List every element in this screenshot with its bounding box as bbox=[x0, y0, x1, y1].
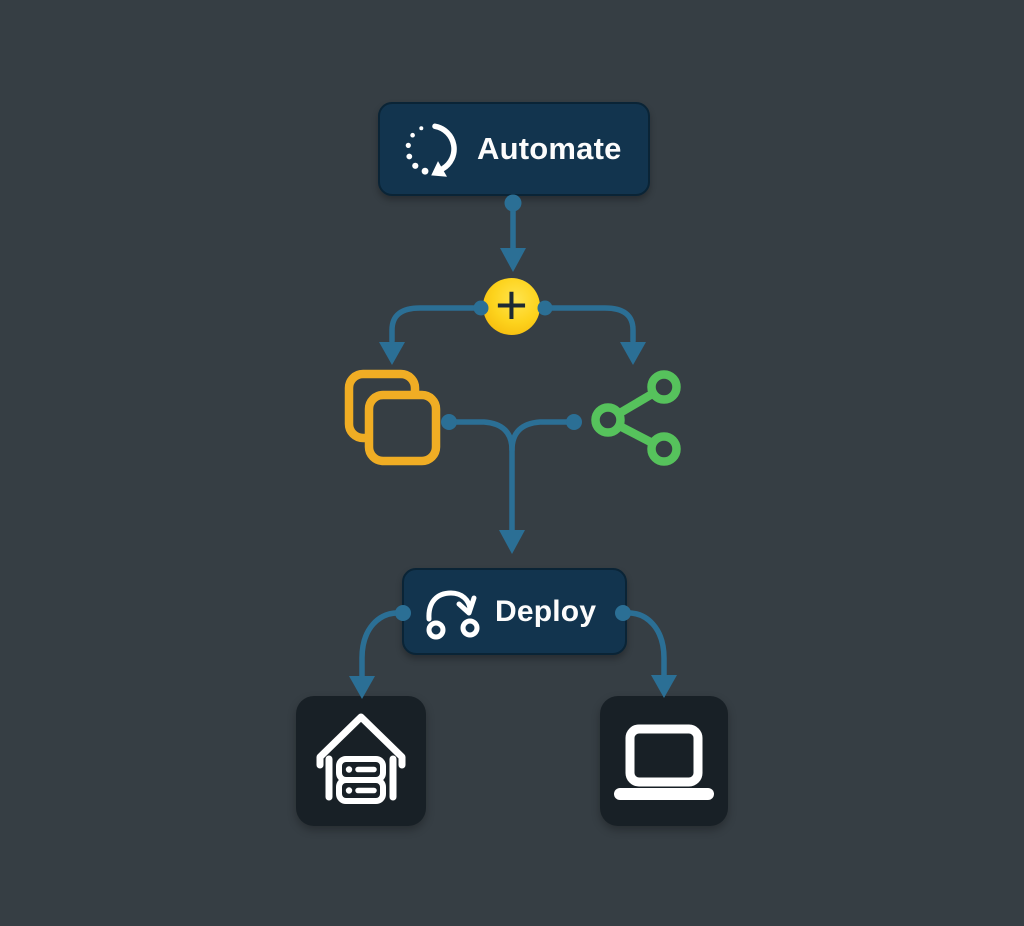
home-server-icon bbox=[316, 713, 406, 804]
node-laptop bbox=[600, 696, 728, 826]
rotate-dots-icon bbox=[405, 123, 457, 177]
arrowhead-down bbox=[499, 530, 525, 554]
node-automate: Automate bbox=[378, 102, 650, 196]
copy-icon bbox=[344, 369, 441, 466]
arrowhead-down bbox=[500, 248, 526, 272]
node-home-server bbox=[296, 696, 426, 826]
edge-deploy-home bbox=[359, 610, 405, 680]
connector-dot bbox=[504, 194, 522, 212]
edge-plus-copy bbox=[389, 305, 485, 344]
arrowhead-down bbox=[651, 675, 677, 698]
plus-connector-node: + bbox=[483, 272, 540, 336]
node-deploy: Deploy bbox=[402, 568, 627, 655]
edge-share-merge bbox=[509, 419, 577, 453]
node-deploy-label: Deploy bbox=[495, 594, 597, 628]
share-network-icon bbox=[591, 370, 681, 466]
edge-deploy-laptop bbox=[621, 610, 667, 679]
node-automate-label: Automate bbox=[477, 131, 622, 166]
laptop-icon bbox=[614, 724, 714, 800]
iteration-arrow-icon bbox=[426, 590, 480, 639]
edge-copy-merge bbox=[446, 419, 515, 534]
arrowhead-down bbox=[379, 342, 405, 365]
edge-plus-share bbox=[542, 305, 636, 344]
plus-icon: + bbox=[495, 272, 528, 336]
